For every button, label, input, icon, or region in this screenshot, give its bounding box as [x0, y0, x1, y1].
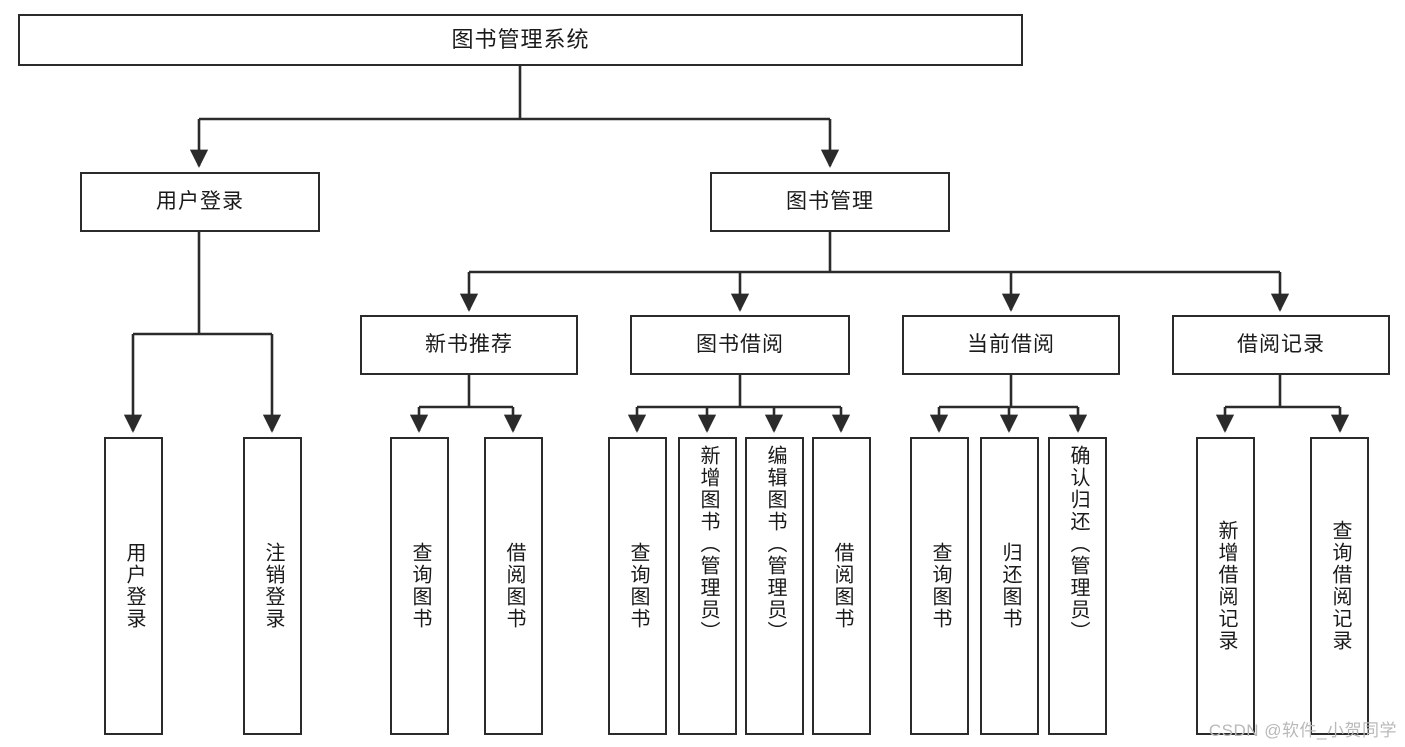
node-borrow-record[interactable]: 借阅记录 [1172, 315, 1390, 375]
node-label: 当前借阅 [967, 333, 1055, 357]
node-label: 编辑图书（管理员） [764, 445, 786, 643]
node-new-book-recommend[interactable]: 新书推荐 [360, 315, 578, 375]
node-label: 用户登录 [123, 542, 145, 630]
node-borrow-book[interactable]: 借阅图书 [812, 437, 871, 735]
node-book-management-system[interactable]: 图书管理系统 [18, 14, 1023, 66]
node-label: 查询图书 [929, 542, 951, 630]
node-add-borrow-record[interactable]: 新增借阅记录 [1196, 437, 1255, 735]
node-user-login[interactable]: 用户登录 [80, 172, 320, 232]
node-label: 借阅图书 [503, 542, 525, 630]
node-label: 借阅图书 [831, 542, 853, 630]
node-label: 新增图书（管理员） [697, 445, 719, 643]
node-add-book-admin[interactable]: 新增图书（管理员） [678, 437, 737, 735]
node-query-book-recommend[interactable]: 查询图书 [390, 437, 449, 735]
node-label: 确认归还（管理员） [1067, 445, 1089, 643]
node-query-book-borrow[interactable]: 查询图书 [608, 437, 667, 735]
node-query-borrow-record[interactable]: 查询借阅记录 [1310, 437, 1369, 735]
node-label: 用户登录 [156, 190, 244, 214]
node-confirm-return-admin[interactable]: 确认归还（管理员） [1048, 437, 1107, 735]
node-label: 借阅记录 [1237, 333, 1325, 357]
node-label: 新增借阅记录 [1215, 520, 1237, 652]
node-edit-book-admin[interactable]: 编辑图书（管理员） [745, 437, 804, 735]
node-user-login-leaf[interactable]: 用户登录 [104, 437, 163, 735]
node-query-book-current[interactable]: 查询图书 [910, 437, 969, 735]
node-label: 新书推荐 [425, 333, 513, 357]
node-label: 归还图书 [999, 542, 1021, 630]
node-label: 图书管理 [786, 190, 874, 214]
node-label: 注销登录 [262, 542, 284, 630]
node-logout-leaf[interactable]: 注销登录 [243, 437, 302, 735]
node-label: 图书借阅 [696, 333, 784, 357]
node-label: 图书管理系统 [451, 26, 590, 52]
node-book-borrow[interactable]: 图书借阅 [630, 315, 850, 375]
node-borrow-book-recommend[interactable]: 借阅图书 [484, 437, 543, 735]
node-current-borrow[interactable]: 当前借阅 [902, 315, 1120, 375]
node-label: 查询图书 [627, 542, 649, 630]
node-label: 查询借阅记录 [1329, 520, 1351, 652]
node-return-book[interactable]: 归还图书 [980, 437, 1039, 735]
node-book-management[interactable]: 图书管理 [710, 172, 950, 232]
node-label: 查询图书 [409, 542, 431, 630]
